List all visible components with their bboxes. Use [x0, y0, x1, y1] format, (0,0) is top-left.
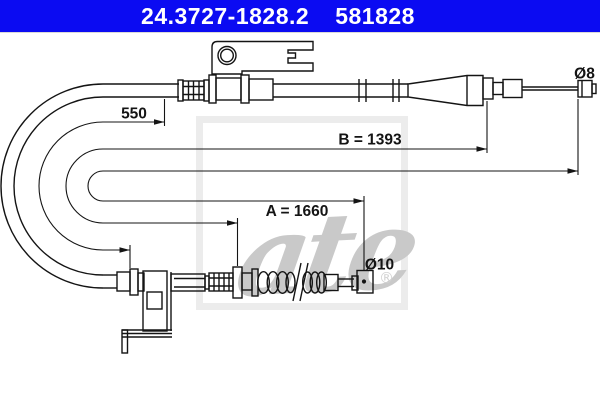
part-number-secondary: 581828: [335, 2, 415, 29]
break-symbol: [292, 262, 302, 302]
bottom-spring-section: [204, 272, 234, 292]
cable-bottom-run: [103, 262, 374, 354]
dimension-A-label: A = 1660: [266, 203, 329, 220]
cable-u-bend: [0, 83, 104, 289]
diameter-8-label: Ø8: [574, 66, 595, 83]
mounting-bracket: [211, 40, 314, 75]
bracket-hole-icon: [217, 45, 237, 66]
housing-joint-ticks: [358, 79, 400, 102]
part-number-bar: 24.3727-1828.2 581828: [0, 0, 600, 33]
cable-end-nipple-top: [577, 79, 597, 98]
dimension-A-1660: A = 1660: [87, 99, 579, 270]
cable-top-run: [103, 40, 597, 107]
adjuster-body: [407, 74, 523, 107]
dimension-550-label: 550: [121, 106, 147, 123]
bellows-boot: [257, 262, 328, 302]
watermark-square: [196, 116, 408, 310]
dimension-550: 550: [38, 99, 166, 268]
dimension-B-label: B = 1393: [338, 132, 402, 149]
top-abutment-fitting: [208, 74, 250, 104]
lower-mounting-bracket: [121, 270, 172, 354]
dimension-B-1393: B = 1393: [65, 101, 488, 266]
registered-trademark-icon: ®: [379, 269, 394, 287]
cable-end-fitting-bottom: [351, 269, 374, 294]
top-spring-section: [177, 79, 210, 102]
part-number-primary: 24.3727-1828.2: [141, 2, 310, 29]
diameter-10-label: Ø10: [365, 257, 394, 274]
